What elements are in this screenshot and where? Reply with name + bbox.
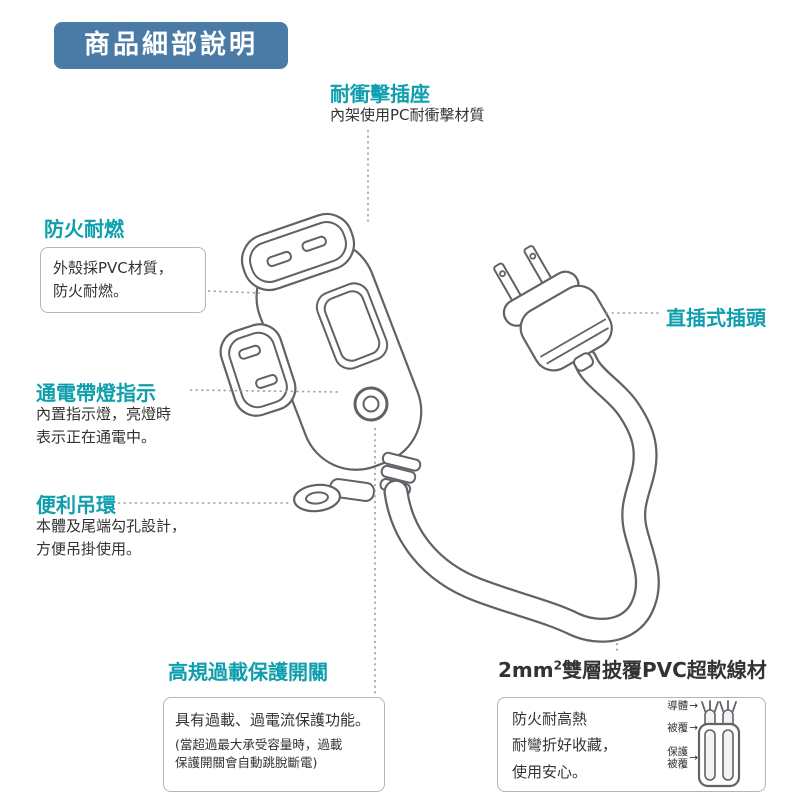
top-outlet-drawing — [240, 212, 356, 292]
wire-label-sheath: 保護被覆→ — [641, 746, 698, 770]
wire-label-sheath-text: 保護被覆 — [667, 746, 689, 771]
cable-title-prefix: 2mm — [498, 658, 554, 682]
callout-plug-title: 直插式插頭 — [666, 306, 766, 330]
callout-impact-socket-desc: 內架使用PC耐衝擊材質 — [330, 106, 485, 124]
callout-overload-box: 具有過載、過電流保護功能。 (當超過最大承受容量時，過載 保護開關會自動跳脫斷電… — [163, 697, 385, 792]
leader-line-power-indicator — [189, 389, 339, 393]
side-outlet-drawing — [219, 323, 297, 417]
wire-label-sheath-arrow-icon: → — [689, 752, 698, 765]
wire-cross-section-drawing — [697, 700, 741, 788]
callout-cable-box: 防火耐高熱 耐彎折好收藏， 使用安心。 導體→ 被覆→ 保護被覆→ — [497, 697, 766, 792]
wire-label-insulation: 被覆→ — [641, 722, 698, 734]
callout-cable-title: 2mm2雙層披覆PVC超軟線材 — [498, 654, 767, 683]
plug-drawing — [493, 245, 613, 372]
overload-box-note-text: (當超過最大承受容量時，過載 保護開關會自動跳脫斷電) — [175, 736, 343, 770]
callout-hanging-loop-title: 便利吊環 — [36, 493, 116, 517]
callout-impact-socket-title: 耐衝擊插座 — [330, 82, 430, 106]
wire-label-conductor: 導體→ — [641, 700, 698, 712]
power-cable-drawing — [383, 347, 660, 643]
leader-line-fireproof — [207, 290, 261, 294]
section-title-badge: 商品細部說明 — [54, 22, 288, 69]
callout-fireproof-box: 外殼採PVC材質， 防火耐燃。 — [40, 247, 206, 313]
callout-overload-title: 高規過載保護開關 — [168, 660, 328, 684]
cable-box-text: 防火耐高熱 耐彎折好收藏， 使用安心。 — [512, 710, 618, 781]
outlet-recess-drawing — [315, 282, 389, 370]
overload-box-main-text: 具有過載、過電流保護功能。 — [175, 711, 371, 729]
wire-label-conductor-arrow-icon: → — [689, 700, 698, 713]
hang-ring-drawing — [292, 478, 376, 513]
cable-title-superscript: 2 — [553, 658, 562, 673]
indicator-light-drawing — [353, 386, 389, 422]
cable-title-suffix: 雙層披覆PVC超軟線材 — [561, 658, 767, 682]
callout-hanging-loop-desc: 本體及尾端勾孔設計， 方便吊掛使用。 — [36, 517, 187, 559]
wire-label-conductor-text: 導體 — [667, 700, 689, 712]
callout-fireproof-title: 防火耐燃 — [44, 217, 124, 241]
callout-power-indicator-title: 通電帶燈指示 — [36, 381, 156, 405]
wire-label-insulation-arrow-icon: → — [689, 722, 698, 735]
wire-label-insulation-text: 被覆 — [667, 722, 689, 734]
callout-power-indicator-desc: 內置指示燈，亮燈時 表示正在通電中。 — [36, 405, 172, 447]
